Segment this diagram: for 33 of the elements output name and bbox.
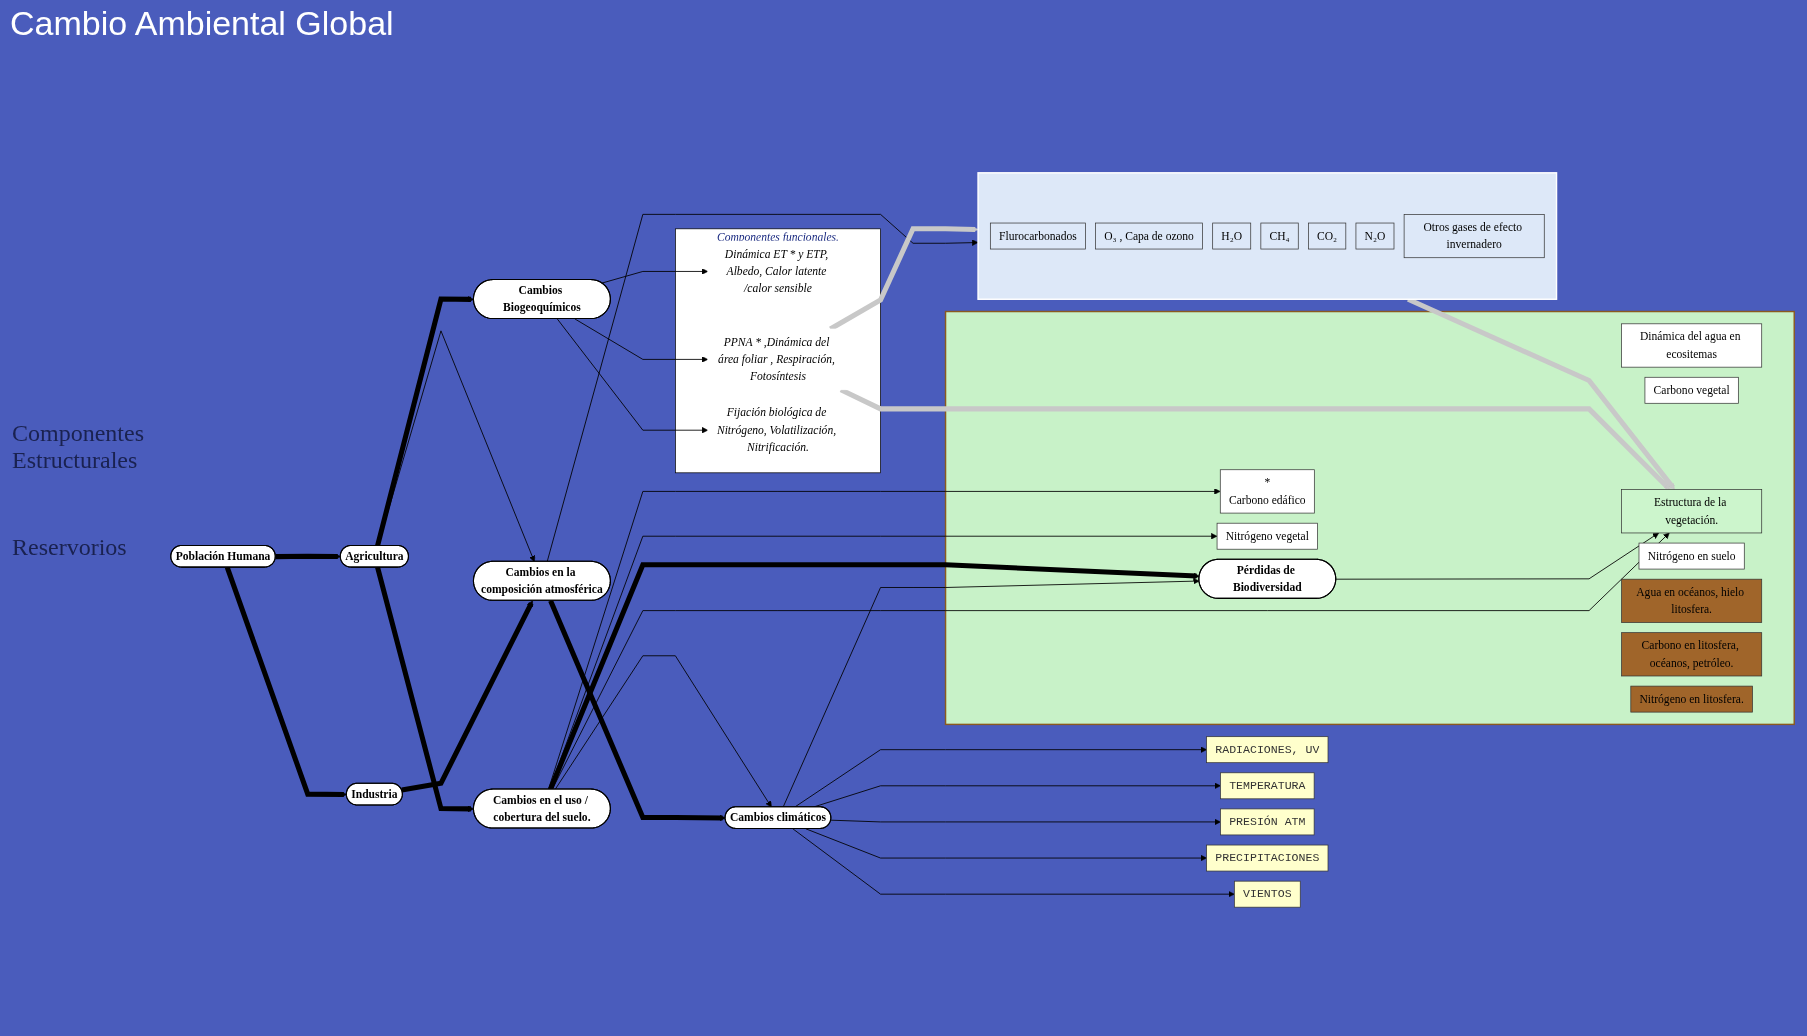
node-box: Flurocarbonados — [990, 222, 1086, 250]
arrow — [224, 566, 347, 798]
arrow — [548, 599, 726, 822]
arrow — [401, 600, 534, 793]
node-box: CH₄ — [1260, 222, 1299, 250]
side-label: Componentes Estructurales — [12, 420, 145, 474]
node-box: PRESIÓN ATM — [1220, 808, 1315, 836]
node-box: N₂O — [1355, 222, 1395, 250]
node-box: Dinámica del agua en ecositemas — [1621, 323, 1763, 368]
node-box: Estructura de la vegetación. — [1621, 489, 1763, 534]
node-box: PRECIPITACIONES — [1206, 844, 1329, 872]
node-box: VIENTOS — [1234, 880, 1301, 908]
side-label: Reservorios — [12, 534, 128, 561]
node-box: Nitrógeno en suelo — [1638, 542, 1745, 570]
arrow — [275, 553, 341, 560]
arrow — [839, 387, 1671, 490]
title: Cambio Ambiental Global — [10, 4, 394, 43]
node-box: Nitrógeno en litosfera. — [1630, 685, 1753, 713]
node-box: Agua en océanos, hielo litosfera. — [1621, 578, 1763, 623]
cluster — [977, 172, 1558, 300]
node-box: O₃ , Capa de ozono — [1095, 222, 1203, 250]
node-box: TEMPERATURA — [1220, 772, 1315, 800]
node-text: PPNA * ,Dinámica del área foliar , Respiración, Fotosíntesis — [718, 335, 835, 383]
node-box: CO₂ — [1308, 222, 1347, 250]
node-box: RADIACIONES, UV — [1206, 736, 1329, 764]
node-box: Nitrógeno vegetal — [1216, 522, 1318, 550]
node-text: Fijación biológica de Nitrógeno, Volatilización, Nitrificación. — [716, 406, 837, 454]
node-box: Carbono en litosfera, océanos, petróleo. — [1621, 632, 1763, 677]
cluster — [944, 310, 1795, 726]
node-box: Otros gases de efecto invernadero — [1403, 214, 1545, 259]
node-box: * Carbono edáfico — [1219, 469, 1315, 514]
node-box: Carbono vegetal — [1644, 376, 1739, 404]
node-box: H₂O — [1212, 222, 1252, 250]
